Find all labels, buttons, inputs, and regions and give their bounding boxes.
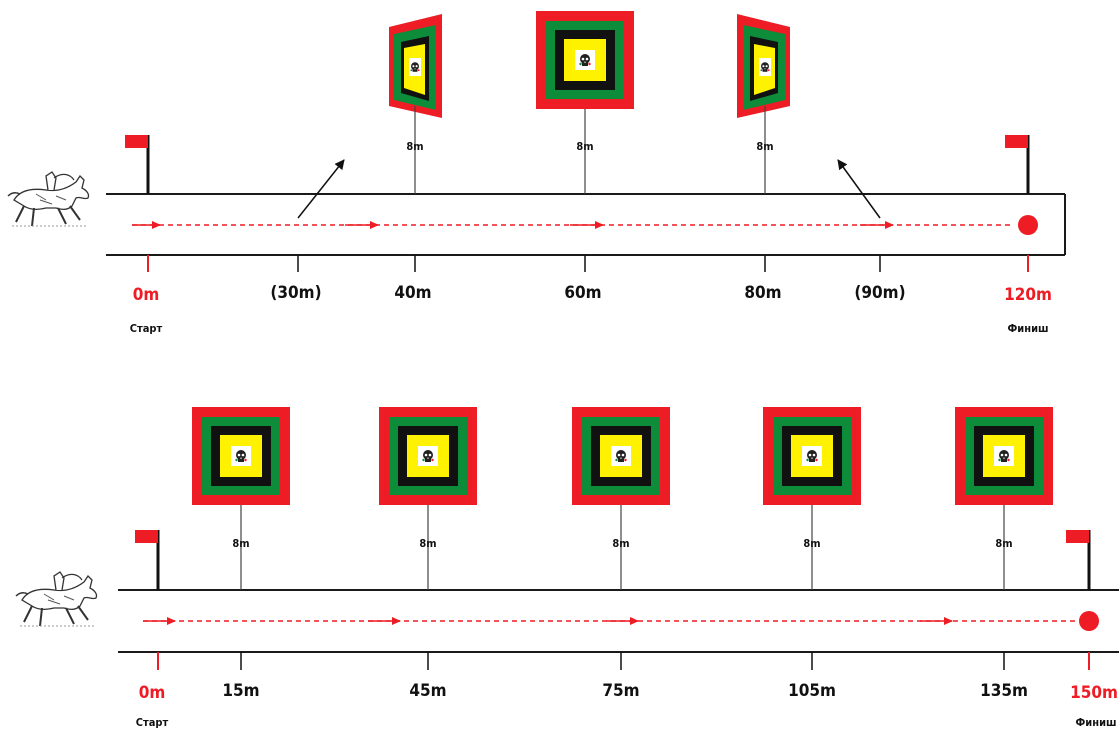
target-offset-label: 8m xyxy=(803,537,820,550)
finish-distance: 150m xyxy=(1070,683,1118,703)
target-icon xyxy=(763,407,861,505)
target-offset-label: 8m xyxy=(576,140,593,153)
target-offset-label: 8m xyxy=(756,140,773,153)
distance-ticks-2 xyxy=(157,652,1090,670)
target-icon xyxy=(955,407,1053,505)
finish-dot-icon xyxy=(1079,611,1099,631)
shooting-direction-arrow xyxy=(837,159,881,219)
distance-marker: 60m xyxy=(564,283,601,303)
start-distance: 0m xyxy=(133,285,160,305)
distance-marker: (30m) xyxy=(270,283,321,303)
flag-icon xyxy=(1005,135,1030,194)
target-icon xyxy=(572,407,670,505)
finish-distance: 120m xyxy=(1004,285,1052,305)
flag-icon xyxy=(135,530,160,590)
start-label: Старт xyxy=(130,322,163,335)
distance-marker: 15m xyxy=(222,681,259,701)
finish-label: Финиш xyxy=(1007,322,1048,335)
distance-marker: 75m xyxy=(602,681,639,701)
target-icon xyxy=(389,14,442,118)
target-icon xyxy=(379,407,477,505)
target-offset-label: 8m xyxy=(232,537,249,550)
distance-marker: 80m xyxy=(744,283,781,303)
finish-label: Финиш xyxy=(1075,716,1116,729)
target-offset-label: 8m xyxy=(406,140,423,153)
course-2: 8m 8m 8m 8m 8m 0m Старт 15m 45m 75m 105m… xyxy=(15,407,1119,729)
finish-dot-icon xyxy=(1018,215,1038,235)
distance-marker: 45m xyxy=(409,681,446,701)
target-offset-label: 8m xyxy=(419,537,436,550)
start-label: Старт xyxy=(136,716,169,729)
distance-marker: 40m xyxy=(394,283,431,303)
horse-archer-icon xyxy=(7,171,90,227)
track-2 xyxy=(118,589,1119,653)
horse-archer-icon xyxy=(15,571,98,627)
target-icon xyxy=(737,14,790,118)
offset-lines-2 xyxy=(240,505,1005,590)
start-distance: 0m xyxy=(139,683,166,703)
target-offset-label: 8m xyxy=(612,537,629,550)
target-offset-label: 8m xyxy=(995,537,1012,550)
flag-icon xyxy=(1066,530,1091,590)
distance-marker: 105m xyxy=(788,681,836,701)
flag-icon xyxy=(125,135,150,194)
course-1: 8m 8m 8m 0m Старт (30m) 40m 60m 80m (90m… xyxy=(7,11,1066,335)
distance-ticks-1 xyxy=(147,255,1029,272)
target-icon xyxy=(536,11,634,109)
target-icon xyxy=(192,407,290,505)
distance-marker: (90m) xyxy=(854,283,905,303)
distance-marker: 135m xyxy=(980,681,1028,701)
shooting-direction-arrow xyxy=(297,159,345,219)
